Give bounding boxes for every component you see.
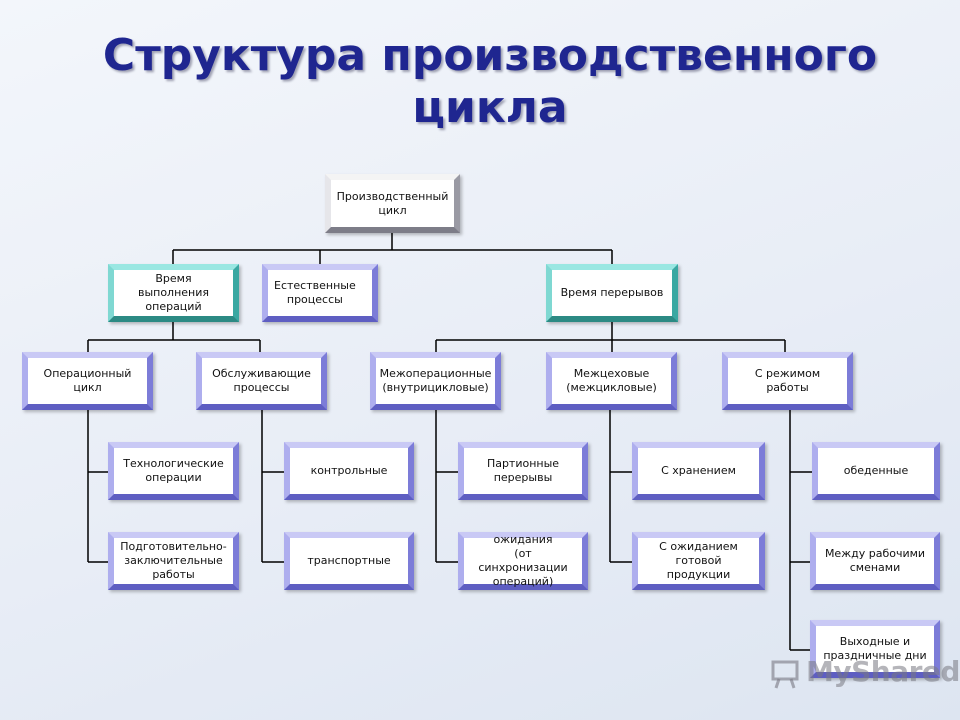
node-lunch: обеденные (812, 442, 940, 500)
connector-root (172, 233, 613, 264)
node-break-time: Время перерывов (546, 264, 678, 322)
connector-operation-time (87, 322, 261, 352)
node-label: Партионные перерывы (486, 457, 560, 484)
node-technological-ops: Технологические операции (108, 442, 239, 500)
node-label: Выходные и праздничные дни (823, 635, 927, 662)
node-preparatory: Подготовительно- заключительные работы (108, 532, 239, 590)
node-with-storage: С хранением (632, 442, 765, 500)
node-label: Производственный цикл (336, 189, 449, 217)
node-label: Время выполнения операций (137, 272, 210, 313)
node-label: ожидания (от синхронизации операций) (478, 533, 568, 588)
node-label: Между рабочими сменами (824, 547, 926, 574)
node-label: обеденные (843, 464, 909, 477)
connector-interoperational (435, 410, 458, 563)
node-production-cycle: Производственный цикл (325, 174, 460, 233)
connector-service-processes (261, 410, 284, 563)
watermark-logo: MyShared (806, 655, 960, 688)
node-label: Обслуживающие процессы (212, 367, 311, 394)
node-natural-processes: Естественные процессы (262, 264, 378, 322)
slide-title: Структура производственного цикла (102, 30, 878, 133)
node-label: транспортные (307, 554, 391, 567)
node-control: контрольные (284, 442, 414, 500)
node-service-processes: Обслуживающие процессы (196, 352, 327, 410)
node-label: Подготовительно- заключительные работы (120, 540, 227, 581)
node-holidays: Выходные и праздничные дни (810, 620, 940, 678)
node-batch-breaks: Партионные перерывы (458, 442, 588, 500)
node-waiting-output: С ожиданием готовой продукции (632, 532, 765, 590)
node-operational-cycle: Операционный цикл (22, 352, 153, 410)
connector-work-mode (789, 410, 812, 651)
node-label: Технологические операции (123, 457, 224, 484)
node-operation-time: Время выполнения операций (108, 264, 239, 322)
node-label: Межцеховые (межцикловые) (566, 367, 657, 394)
node-label: Межоперационные (внутрицикловые) (379, 367, 492, 394)
node-label: С ожиданием готовой продукции (659, 540, 738, 581)
node-label: С режимом работы (754, 367, 821, 394)
node-label: контрольные (310, 464, 388, 477)
connector-break-time (435, 322, 786, 352)
node-work-mode: С режимом работы (722, 352, 853, 410)
node-label: Время перерывов (560, 286, 664, 299)
node-label: С хранением (661, 464, 736, 477)
node-label: Операционный цикл (43, 367, 132, 394)
node-intershop: Межцеховые (межцикловые) (546, 352, 677, 410)
node-waiting: ожидания (от синхронизации операций) (458, 532, 588, 590)
connector-intershop (609, 410, 632, 563)
board-icon (771, 660, 799, 689)
node-transport: транспортные (284, 532, 414, 590)
node-interoperational: Межоперационные (внутрицикловые) (370, 352, 501, 410)
node-label: Естественные процессы (274, 279, 356, 306)
node-between-shifts: Между рабочими сменами (810, 532, 940, 590)
connector-operational-cycle (87, 410, 108, 563)
